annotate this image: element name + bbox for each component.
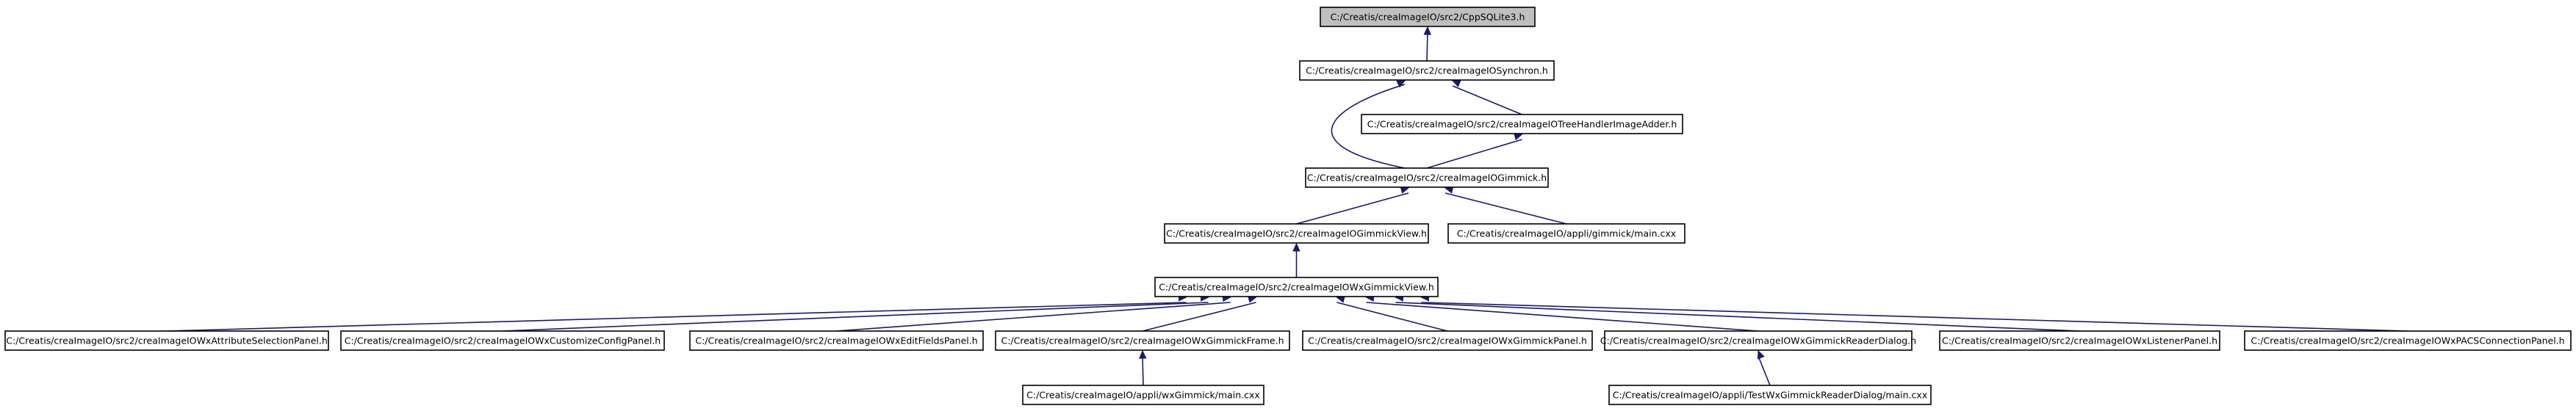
arrowhead-n16-to-n12 xyxy=(1757,349,1765,360)
node-n3[interactable]: C:/Creatis/creaImageIO/src2/creaImageIOG… xyxy=(1305,167,1549,188)
node-box[interactable] xyxy=(1608,385,1932,405)
node-box[interactable] xyxy=(1305,167,1549,188)
node-box[interactable] xyxy=(1604,330,1913,351)
edge-n8-to-n6 xyxy=(502,302,1209,332)
edge-n1-to-n0 xyxy=(1426,32,1428,62)
node-label: C:/Creatis/creaImageIO/appli/wxGimmick/m… xyxy=(1026,390,1260,401)
node-label: C:/Creatis/creaImageIO/src2/creaImageIOW… xyxy=(345,335,661,346)
node-n5[interactable]: C:/Creatis/creaImageIO/appli/gimmick/mai… xyxy=(1447,223,1685,244)
arrowhead-n2-to-n1 xyxy=(1451,80,1461,87)
node-n9[interactable]: C:/Creatis/creaImageIO/src2/creaImageIOW… xyxy=(689,330,984,351)
edge-n9-to-n6 xyxy=(836,302,1231,332)
node-n6[interactable]: C:/Creatis/creaImageIO/src2/creaImageIOW… xyxy=(1154,277,1439,297)
edge-n11-to-n6 xyxy=(1336,302,1448,332)
node-box[interactable] xyxy=(1447,223,1685,244)
node-n7[interactable]: C:/Creatis/creaImageIO/src2/creaImageIOW… xyxy=(4,330,329,351)
node-n8[interactable]: C:/Creatis/creaImageIO/src2/creaImageIOW… xyxy=(340,330,665,351)
node-label: C:/Creatis/creaImageIO/src2/creaImageIOW… xyxy=(6,335,328,346)
edge-n2-to-n1 xyxy=(1452,85,1522,115)
node-box[interactable] xyxy=(2244,330,2572,351)
node-label: C:/Creatis/creaImageIO/src2/creaImageIOS… xyxy=(1306,65,1548,76)
node-label: C:/Creatis/creaImageIO/src2/creaImageIOW… xyxy=(1001,335,1284,346)
node-box[interactable] xyxy=(1164,223,1429,244)
node-label: C:/Creatis/creaImageIO/src2/creaImageIOT… xyxy=(1367,119,1677,130)
node-label: C:/Creatis/creaImageIO/src2/creaImageIOW… xyxy=(2251,335,2564,346)
node-n12[interactable]: C:/Creatis/creaImageIO/src2/creaImageIOW… xyxy=(1600,330,1916,351)
node-n14[interactable]: C:/Creatis/creaImageIO/src2/creaImageIOW… xyxy=(2244,330,2572,351)
nodes-layer: C:/Creatis/creaImageIO/src2/CppSQLite3.h… xyxy=(4,7,2572,405)
node-label: C:/Creatis/creaImageIO/src2/creaImageIOW… xyxy=(1942,335,2217,346)
node-label: C:/Creatis/creaImageIO/src2/creaImageIOG… xyxy=(1166,228,1427,239)
node-n11[interactable]: C:/Creatis/creaImageIO/src2/creaImageIOW… xyxy=(1302,330,1593,351)
node-box[interactable] xyxy=(1361,114,1683,134)
edge-n10-to-n6 xyxy=(1142,302,1256,332)
edge-n3-to-n1 xyxy=(1331,84,1406,169)
arrowhead-n6-to-n4 xyxy=(1292,242,1300,252)
node-box[interactable] xyxy=(1939,330,2220,351)
node-box[interactable] xyxy=(1302,330,1593,351)
node-box[interactable] xyxy=(1320,7,1536,27)
edges-layer xyxy=(166,26,2408,386)
arrowhead-n3-to-n1 xyxy=(1396,80,1406,88)
node-label: C:/Creatis/creaImageIO/appli/TestWxGimmi… xyxy=(1613,390,1927,401)
node-box[interactable] xyxy=(995,330,1290,351)
edge-n3-to-n2 xyxy=(1426,139,1522,169)
node-n1[interactable]: C:/Creatis/creaImageIO/src2/creaImageIOS… xyxy=(1299,60,1555,81)
node-label: C:/Creatis/creaImageIO/src2/creaImageIOW… xyxy=(1308,335,1587,346)
arrowhead-n1-to-n0 xyxy=(1423,26,1432,35)
node-box[interactable] xyxy=(1022,385,1264,405)
node-n16[interactable]: C:/Creatis/creaImageIO/appli/TestWxGimmi… xyxy=(1608,385,1932,405)
node-label: C:/Creatis/creaImageIO/src2/creaImageIOW… xyxy=(695,335,977,346)
edge-n4-to-n3 xyxy=(1296,192,1409,225)
node-n13[interactable]: C:/Creatis/creaImageIO/src2/creaImageIOW… xyxy=(1939,330,2220,351)
edge-n5-to-n3 xyxy=(1444,192,1567,225)
node-label: C:/Creatis/creaImageIO/appli/gimmick/mai… xyxy=(1457,228,1676,239)
node-n10[interactable]: C:/Creatis/creaImageIO/src2/creaImageIOW… xyxy=(995,330,1290,351)
node-label: C:/Creatis/creaImageIO/src2/creaImageIOG… xyxy=(1307,172,1547,184)
node-n4[interactable]: C:/Creatis/creaImageIO/src2/creaImageIOG… xyxy=(1164,223,1429,244)
node-label: C:/Creatis/creaImageIO/src2/creaImageIOW… xyxy=(1600,335,1916,346)
arrowhead-n3-to-n2 xyxy=(1513,132,1523,141)
node-box[interactable] xyxy=(1154,277,1439,297)
node-n15[interactable]: C:/Creatis/creaImageIO/appli/wxGimmick/m… xyxy=(1022,385,1264,405)
edge-n7-to-n6 xyxy=(166,302,1187,332)
node-n0[interactable]: C:/Creatis/creaImageIO/src2/CppSQLite3.h xyxy=(1320,7,1536,27)
edge-n12-to-n6 xyxy=(1366,302,1759,332)
node-box[interactable] xyxy=(689,330,984,351)
arrowhead-n15-to-n10 xyxy=(1138,349,1147,359)
node-n2[interactable]: C:/Creatis/creaImageIO/src2/creaImageIOT… xyxy=(1361,114,1683,134)
edge-n14-to-n6 xyxy=(1421,302,2408,332)
node-box[interactable] xyxy=(340,330,665,351)
node-box[interactable] xyxy=(4,330,329,351)
edge-n13-to-n6 xyxy=(1395,302,2080,332)
node-label: C:/Creatis/creaImageIO/src2/CppSQLite3.h xyxy=(1331,12,1525,23)
node-box[interactable] xyxy=(1299,60,1555,81)
node-label: C:/Creatis/creaImageIO/src2/creaImageIOW… xyxy=(1159,282,1434,293)
edge-n16-to-n12 xyxy=(1757,355,1771,386)
